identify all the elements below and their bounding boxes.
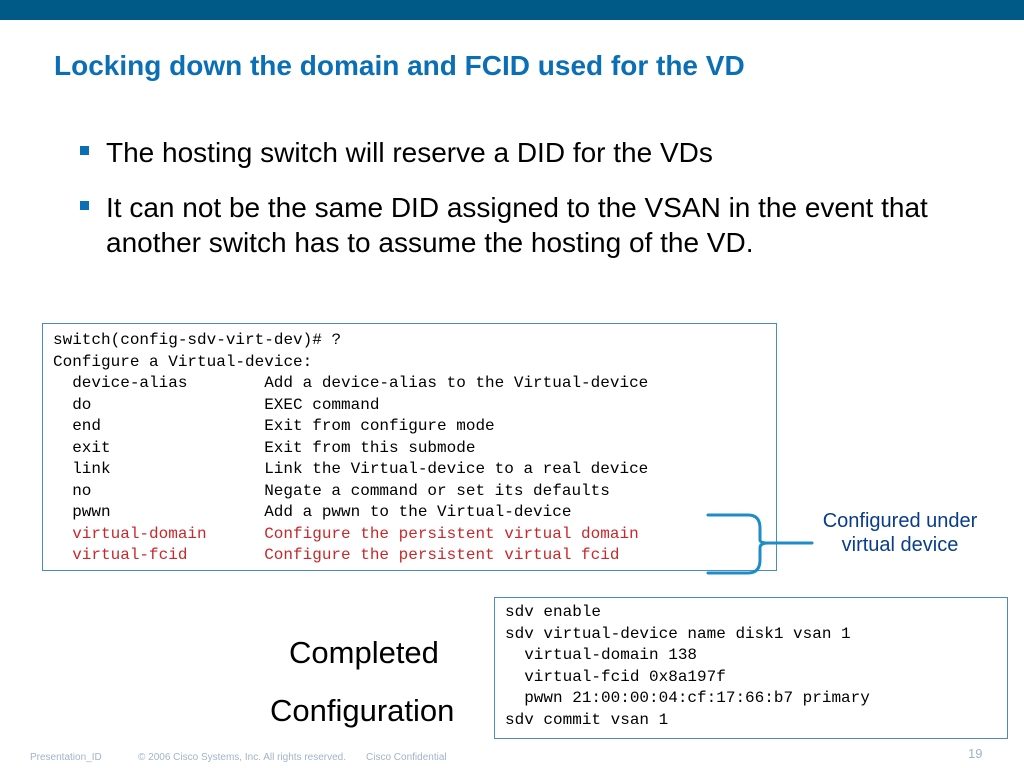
callout-bracket-icon	[706, 513, 814, 575]
callout-label-line: Configured under	[822, 510, 978, 532]
square-bullet-icon	[80, 201, 89, 210]
footer-presentation-id: Presentation_ID	[30, 752, 102, 763]
cli-command-desc: Exit from this submode	[264, 438, 476, 457]
cli-command-row-highlighted: virtual-fcid Configure the persistent vir…	[53, 545, 776, 567]
cli-command-row: link Link the Virtual-device to a real de…	[53, 459, 776, 481]
cli-command-row-highlighted: virtual-domain Configure the persistent v…	[53, 524, 776, 546]
cli-command-desc: Add a device-alias to the Virtual-device	[264, 374, 649, 392]
cli-command-name: pwwn	[72, 503, 111, 521]
config-line: pwwn 21:00:00:04:cf:17:66:b7 primary	[505, 689, 870, 707]
cli-command-row: do EXEC command	[53, 395, 776, 417]
completed-label-line: Configuration	[270, 693, 455, 728]
cli-command-desc: EXEC command	[264, 395, 380, 414]
cli-command-row: no Negate a command or set its defaults	[53, 481, 776, 503]
cli-command-row: device-alias Add a device-alias to the Vi…	[53, 373, 776, 395]
cli-command-name: virtual-domain	[72, 524, 207, 543]
cli-command-row: exit Exit from this submode	[53, 438, 776, 460]
square-bullet-icon	[80, 146, 89, 155]
cli-command-name: device-alias	[72, 374, 188, 392]
bullet-text: The hosting switch will reserve a DID fo…	[106, 137, 713, 168]
cli-command-name: end	[72, 417, 102, 435]
config-line: sdv virtual-device name disk1 vsan 1	[505, 624, 851, 643]
cli-command-desc: Add a pwwn to the Virtual-device	[264, 503, 572, 521]
config-box: sdv enable sdv virtual-device name disk1…	[494, 597, 1008, 739]
bullet-item: The hosting switch will reserve a DID fo…	[78, 135, 978, 170]
cli-command-name: no	[72, 481, 92, 500]
cli-command-desc: Configure the persistent virtual domain	[264, 524, 639, 543]
cli-help-box: switch(config-sdv-virt-dev)# ? Configure…	[42, 323, 777, 571]
cli-command-desc: Link the Virtual-device to a real device	[264, 460, 649, 478]
cli-heading: Configure a Virtual-device:	[53, 352, 313, 371]
footer-confidential: Cisco Confidential	[366, 752, 447, 763]
cli-command-desc: Exit from configure mode	[264, 417, 495, 435]
top-bar	[0, 0, 1024, 20]
config-line: sdv commit vsan 1	[505, 710, 669, 729]
config-line: virtual-fcid 0x8a197f	[505, 667, 726, 686]
cli-command-name: exit	[72, 438, 111, 457]
cli-command-desc: Configure the persistent virtual fcid	[264, 546, 620, 564]
page-number: 19	[968, 746, 983, 761]
cli-command-row: pwwn Add a pwwn to the Virtual-device	[53, 502, 776, 524]
callout-label-line: virtual device	[841, 534, 959, 556]
config-line: virtual-domain 138	[505, 646, 698, 664]
callout-label: Configured under virtual device	[800, 509, 1000, 557]
cli-command-name: link	[72, 460, 111, 478]
cli-command-name: virtual-fcid	[72, 546, 188, 564]
slide-title: Locking down the domain and FCID used fo…	[54, 50, 745, 81]
cli-command-name: do	[72, 395, 92, 414]
config-line: sdv enable	[505, 603, 602, 621]
completed-label-line: Completed	[289, 635, 439, 670]
cli-prompt: switch(config-sdv-virt-dev)# ?	[53, 331, 342, 349]
bullet-text: It can not be the same DID assigned to t…	[106, 192, 928, 258]
footer-copyright: © 2006 Cisco Systems, Inc. All rights re…	[138, 752, 347, 763]
cli-command-desc: Negate a command or set its defaults	[264, 481, 610, 500]
cli-command-row: end Exit from configure mode	[53, 416, 776, 438]
bullet-list: The hosting switch will reserve a DID fo…	[78, 135, 978, 280]
bullet-item: It can not be the same DID assigned to t…	[78, 190, 978, 260]
